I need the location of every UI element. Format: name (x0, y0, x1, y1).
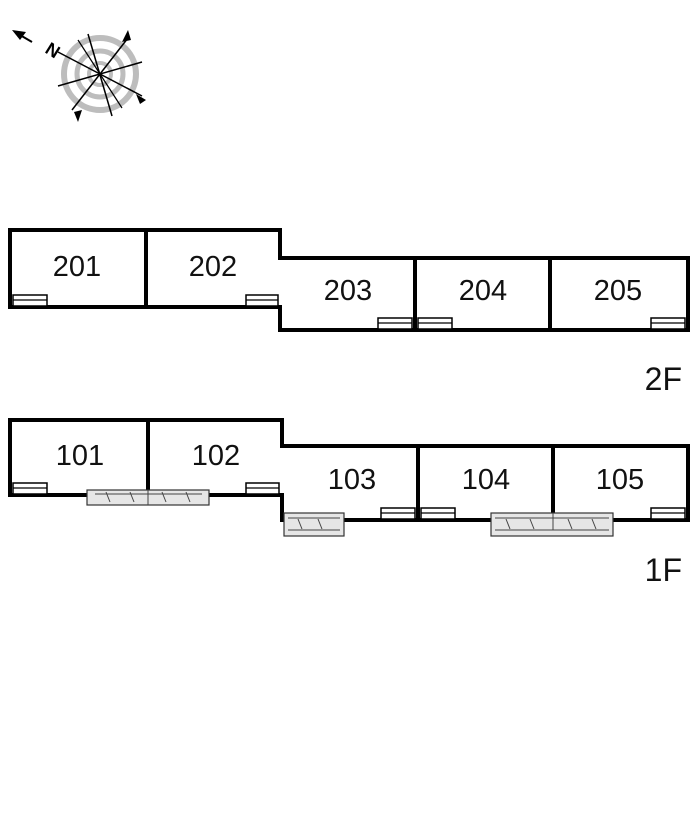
unit-204: 204 (459, 275, 507, 307)
compass-rose-icon: N (12, 30, 146, 122)
floor-1f: 101 102 103 104 105 1F (8, 418, 690, 588)
unit-102: 102 (192, 440, 240, 472)
floor-label-2f: 2F (645, 361, 682, 397)
unit-205: 205 (594, 275, 642, 307)
floor-2f: 201 202 203 204 205 2F (8, 228, 690, 397)
unit-104: 104 (462, 464, 510, 496)
unit-niche (12, 482, 686, 520)
unit-105: 105 (596, 464, 644, 496)
balcony-101-102 (86, 489, 210, 506)
unit-niche (12, 294, 686, 330)
balcony-103 (283, 512, 345, 537)
north-label: N (42, 38, 64, 62)
unit-201: 201 (53, 251, 101, 283)
balcony-104-105 (490, 512, 614, 537)
unit-202: 202 (189, 251, 237, 283)
unit-103: 103 (328, 464, 376, 496)
unit-203: 203 (324, 275, 372, 307)
floor-label-1f: 1F (645, 552, 682, 588)
unit-101: 101 (56, 440, 104, 472)
